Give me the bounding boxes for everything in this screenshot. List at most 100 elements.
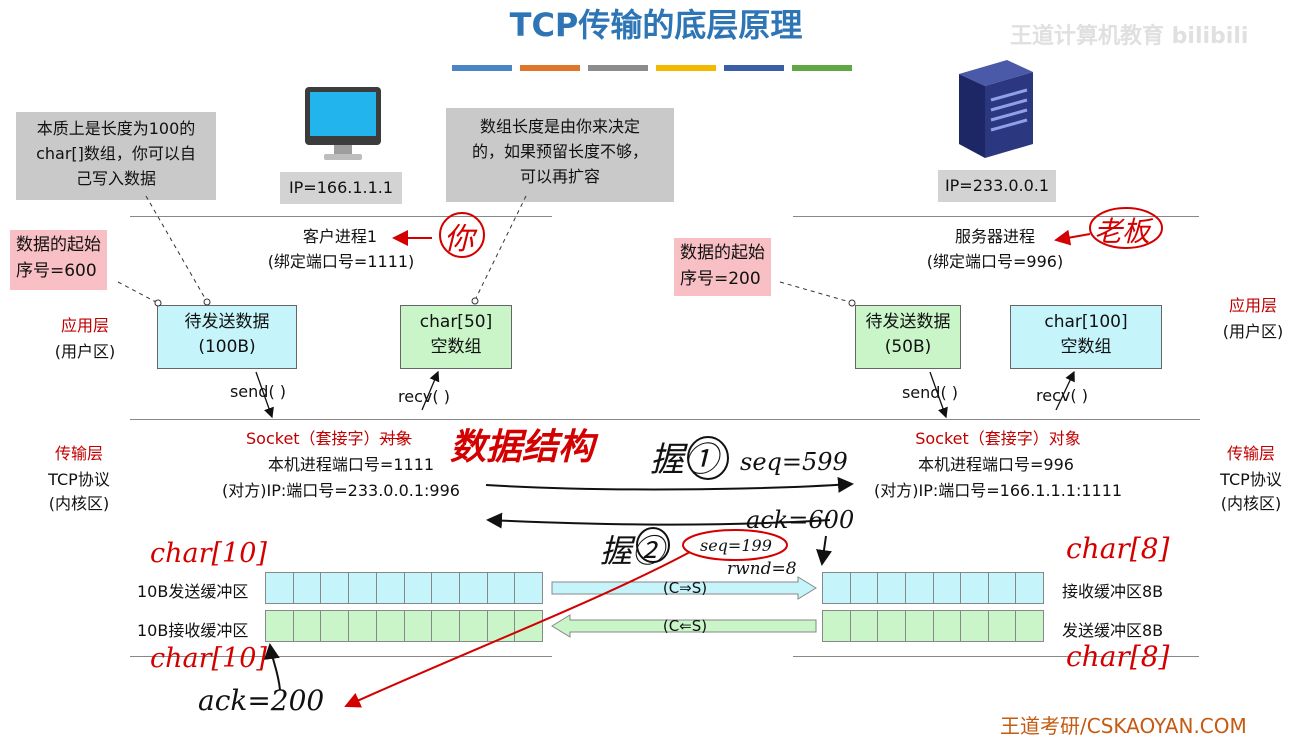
client-recv-fn: recv( ) (398, 387, 450, 406)
server-send-box-line-1: 待发送数据 (865, 312, 951, 332)
hand-data-structure: 数据结构 (450, 426, 595, 468)
client-process: 客户进程1 (302, 227, 378, 246)
trans-layer-left: 传输层 (54, 444, 103, 463)
client-ip: IP=166.1.1.1 (280, 172, 402, 204)
hand-hs2-label: 握② (600, 532, 665, 570)
note-middle-line-1: 数组长度是由你来决定 (479, 117, 640, 136)
client-socket-struck-word: 对象 (379, 429, 412, 448)
server-socket-peer: (对方)IP:端口号=166.1.1.1:1111 (874, 481, 1123, 500)
server-send-data-box: 待发送数据 (50B) (855, 305, 961, 369)
hand-you: 你 (444, 222, 474, 257)
server-recv-fn: recv( ) (1036, 386, 1088, 405)
buffer-cell (405, 573, 433, 603)
buffer-cell (460, 611, 488, 641)
s-to-c-arrow (550, 614, 818, 638)
hand-hs1-label: 握① (650, 440, 718, 480)
hand-rwnd: rwnd=8 (727, 559, 797, 579)
trans-layer-right: 传输层 (1226, 444, 1275, 463)
buffer-cell (460, 573, 488, 603)
server-socket-title: Socket（套接字）对象 (915, 429, 1081, 448)
note-middle-line-3: 可以再扩容 (519, 167, 600, 186)
buffer-cell (432, 611, 460, 641)
buffer-cell (878, 611, 906, 641)
hand-char10-bottom: char[10] (150, 643, 267, 674)
buffer-cell (432, 573, 460, 603)
trans-layer-left-proto: TCP协议 (48, 470, 110, 489)
title-color-bar (656, 65, 716, 71)
hand-char8-top: char[8] (1066, 532, 1170, 565)
buffer-cell (851, 611, 879, 641)
buffer-cell (961, 611, 989, 641)
server-ip: IP=233.0.0.1 (938, 170, 1056, 202)
server-send-buffer (822, 610, 1044, 642)
note-left-line-3: 己写入数据 (75, 169, 156, 188)
server-seq-note-line-2: 序号=200 (680, 269, 761, 289)
divider-line (130, 216, 552, 217)
app-layer-left: 应用层 (60, 316, 109, 335)
buffer-cell (488, 573, 516, 603)
buffer-cell (989, 573, 1017, 603)
buffer-cell (294, 611, 322, 641)
buffer-cell (405, 611, 433, 641)
hand-hs2-seq: seq=199 (700, 536, 772, 555)
client-send-data-box: 待发送数据 (100B) (157, 305, 297, 369)
server-recv-buffer (822, 572, 1044, 604)
divider-line (130, 656, 552, 657)
server-send-buffer-label: 发送缓冲区8B (1062, 621, 1164, 640)
trans-layer-left-sub: (内核区) (48, 494, 110, 513)
client-socket-port: 本机进程端口号=1111 (267, 455, 435, 474)
title-color-bar (520, 65, 580, 71)
client-seq-note-line-1: 数据的起始 (16, 235, 101, 255)
server-icon (955, 56, 1035, 160)
s-to-c-label: (C⇐S) (662, 617, 708, 635)
buffer-cell (906, 611, 934, 641)
server-port: (绑定端口号=996) (926, 252, 1064, 271)
buffer-cell (934, 573, 962, 603)
divider-line (130, 419, 1200, 420)
client-socket-title-text: Socket（套接字） (246, 429, 380, 448)
title-color-bar (724, 65, 784, 71)
buffer-cell (266, 611, 294, 641)
buffer-cell (934, 611, 962, 641)
note-left: 本质上是长度为100的 char[]数组，你可以自 己写入数据 (16, 112, 216, 200)
server-socket-port: 本机进程端口号=996 (918, 455, 1074, 474)
server-recv-box-line-1: char[100] (1044, 312, 1128, 332)
buffer-cell (851, 573, 879, 603)
trans-layer-right-proto: TCP协议 (1220, 470, 1282, 489)
computer-icon (304, 86, 382, 162)
client-send-box-line-1: 待发送数据 (184, 312, 270, 332)
server-seq-note-line-1: 数据的起始 (680, 243, 765, 263)
buffer-cell (823, 573, 851, 603)
buffer-cell (823, 611, 851, 641)
c-to-s-arrow (550, 576, 818, 600)
app-layer-left-sub: (用户区) (54, 342, 116, 361)
client-send-buffer (265, 572, 543, 604)
client-send-buffer-label: 10B发送缓冲区 (137, 582, 249, 601)
footer-brand: 王道考研/CSKAOYAN.COM (1000, 714, 1247, 738)
server-recv-buffer-label: 接收缓冲区8B (1062, 582, 1164, 601)
buffer-cell (377, 611, 405, 641)
divider-line (793, 656, 1199, 657)
server-recv-box-line-2: 空数组 (1060, 337, 1112, 357)
server-process: 服务器进程 (954, 227, 1035, 246)
client-recv-array-box: char[50] 空数组 (400, 305, 512, 369)
trans-layer-right-sub: (内核区) (1220, 494, 1282, 513)
note-left-line-2: char[]数组，你可以自 (36, 144, 196, 163)
buffer-cell (349, 611, 377, 641)
buffer-cell (321, 573, 350, 603)
note-middle-line-2: 的，如果预留长度不够， (471, 142, 648, 161)
buffer-cell (961, 573, 989, 603)
divider-line (793, 216, 1199, 217)
buffer-cell (488, 611, 516, 641)
hand-ack600: ack=600 (746, 506, 855, 534)
buffer-cell (266, 573, 294, 603)
server-seq-note: 数据的起始 序号=200 (674, 238, 771, 296)
hand-boss: 老板 (1094, 215, 1151, 248)
page-title: TCP传输的底层原理 (509, 6, 803, 44)
client-send-box-line-2: (100B) (198, 337, 256, 357)
c-to-s-label: (C⇒S) (662, 579, 708, 597)
client-port: (绑定端口号=1111) (267, 252, 415, 271)
buffer-cell (321, 611, 350, 641)
buffer-cell (906, 573, 934, 603)
